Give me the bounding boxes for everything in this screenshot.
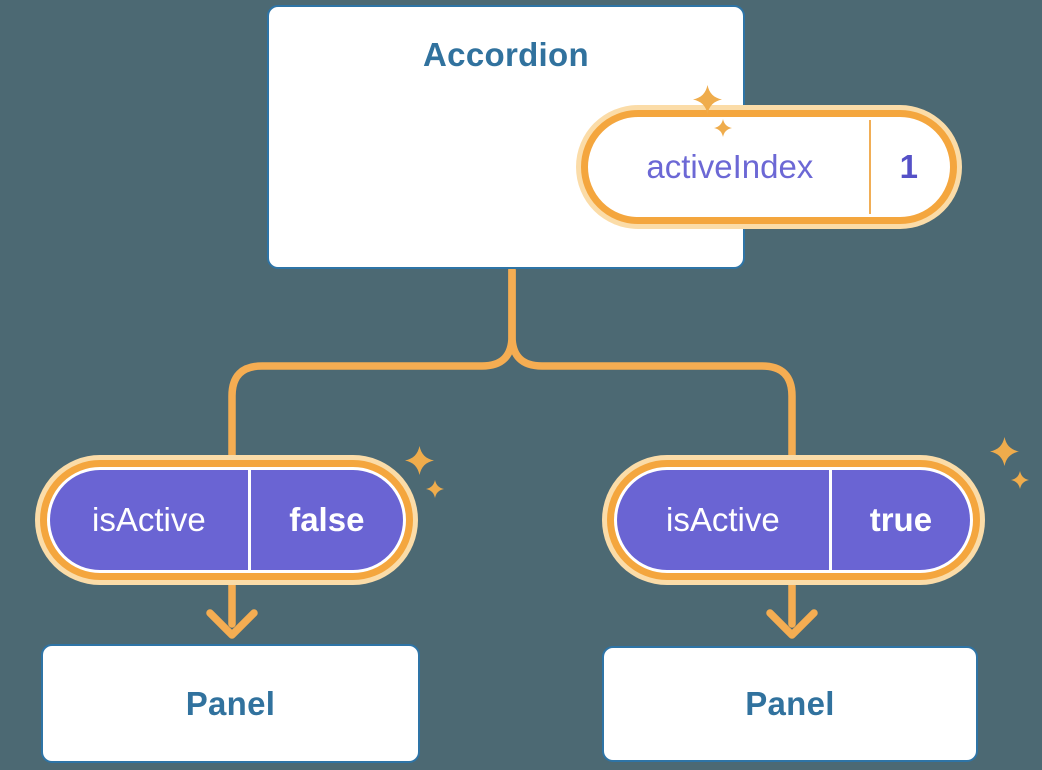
state-label-section: activeIndex	[591, 120, 869, 214]
prop-pill-ring: isActive false	[40, 460, 413, 580]
prop-value: false	[289, 501, 365, 538]
arrow-head-right	[766, 609, 818, 639]
sparkle-icon-small	[1011, 471, 1029, 489]
prop-pill-isactive-false: isActive false	[35, 455, 418, 585]
prop-pill-core: isActive false	[50, 470, 403, 570]
prop-pill-ring: isActive true	[607, 460, 980, 580]
sparkle-icon-large	[693, 85, 722, 114]
accordion-title: Accordion	[423, 36, 589, 73]
state-pill: activeIndex 1	[576, 105, 962, 229]
state-label: activeIndex	[646, 148, 814, 185]
panel-card-left: Panel	[41, 644, 420, 763]
arrow-head-left	[206, 609, 258, 639]
prop-pill-core: isActive true	[617, 470, 970, 570]
sparkle-icon-large	[990, 437, 1019, 466]
pill-divider	[828, 470, 832, 570]
prop-value-section: false	[251, 470, 403, 570]
state-pill-core: activeIndex 1	[591, 120, 947, 214]
state-value-section: 1	[871, 120, 947, 214]
sparkle-icon-small	[714, 119, 732, 137]
sparkle-icon-small	[426, 480, 444, 498]
prop-label: isActive	[666, 501, 780, 538]
sparkle-group-right	[990, 437, 1035, 492]
prop-label: isActive	[91, 501, 206, 538]
sparkle-group-top	[693, 85, 738, 145]
sparkle-group-left	[405, 446, 450, 501]
pill-divider	[868, 120, 871, 214]
state-value: 1	[899, 148, 919, 185]
prop-value: true	[869, 501, 933, 538]
pill-divider	[247, 470, 251, 570]
prop-value-section: true	[832, 470, 970, 570]
sparkle-icon-large	[405, 446, 434, 475]
connector-right-branch	[508, 266, 796, 628]
accordion-card: Accordion activeIndex 1	[267, 5, 962, 269]
prop-label-section: isActive	[617, 470, 829, 570]
prop-label-section: isActive	[50, 470, 248, 570]
prop-pill-isactive-true: isActive true	[602, 455, 985, 585]
panel-card-right: Panel	[602, 646, 978, 762]
panel-title: Panel	[185, 684, 276, 722]
panel-title: Panel	[745, 685, 835, 722]
state-pill-ring: activeIndex 1	[581, 110, 957, 224]
